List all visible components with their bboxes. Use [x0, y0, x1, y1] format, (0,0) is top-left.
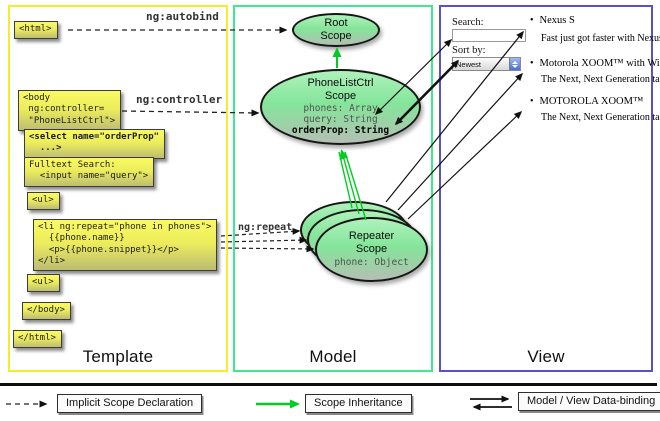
list-item-desc: Fast just got faster with Nexus S. [541, 33, 660, 44]
bullet-icon: • [530, 58, 534, 69]
ng-repeat-label: ng:repeat [238, 222, 293, 233]
code-box-html-close: </html> [13, 330, 62, 349]
code-box-li-repeat: <li ng:repeat="phone in phones"> {{phone… [33, 219, 218, 271]
legend-implicit-scope: Implicit Scope Declaration [57, 394, 203, 413]
list-item-title: • Nexus S [530, 15, 575, 26]
list-item-title: • Motorola XOOM™ with Wi-Fi [530, 58, 660, 69]
model-column: Model [233, 5, 433, 372]
repeater-scope-ellipse-front: Repeater Scope phone: Object [315, 217, 428, 282]
code-box-fulltext-search: Fulltext Search: <input name="query"> [24, 157, 155, 187]
code-box-ul-close: <ul> [27, 274, 60, 293]
ng-controller-label: ng:controller [136, 93, 223, 106]
code-box-ul-open: <ul> [27, 192, 60, 211]
dropdown-stepper-icon[interactable] [509, 58, 520, 70]
search-input[interactable] [452, 29, 526, 42]
code-box-html-open: <html> [14, 21, 58, 40]
sort-dropdown-value: Newest [456, 59, 482, 69]
phonelistctrl-prop-phones: phones: Array [303, 102, 378, 114]
search-label: Search: [452, 17, 484, 28]
bullet-icon: • [530, 15, 534, 26]
repeater-scope-title: Repeater Scope [348, 230, 395, 255]
model-column-label: Model [309, 347, 357, 366]
bullet-icon: • [530, 96, 534, 107]
code-box-select: <select name="orderProp" ...> [24, 129, 166, 159]
legend-separator-line [0, 383, 657, 386]
template-column-label: Template [82, 347, 154, 366]
sort-dropdown[interactable]: Newest [452, 57, 521, 71]
phonelistctrl-prop-orderprop: orderProp: String [291, 125, 390, 137]
legend-scope-inheritance: Scope Inheritance [305, 394, 412, 413]
list-item-desc: The Next, Next Generation tablet. [541, 74, 660, 85]
legend-databinding: Model / View Data-binding [518, 392, 660, 411]
phone-title: MOTOROLA XOOM™ [539, 96, 644, 107]
phonelistctrl-prop-query: query: String [303, 113, 378, 125]
list-item-desc: The Next, Next Generation tablet. [541, 112, 660, 123]
phone-title: Nexus S [539, 15, 575, 26]
phonelistctrl-scope-ellipse: PhoneListCtrl Scope phones: Array query:… [260, 69, 421, 145]
ng-autobind-label: ng:autobind [146, 10, 219, 23]
root-scope-ellipse: Root Scope [292, 13, 380, 47]
phone-title: Motorola XOOM™ with Wi-Fi [539, 58, 660, 69]
view-column-label: View [527, 347, 565, 366]
code-box-body-open: <body ng:controller= "PhoneListCtrl"> [18, 90, 122, 131]
sort-by-label: Sort by: [452, 45, 486, 56]
code-box-body-close: </body> [22, 302, 71, 321]
repeater-prop-phone: phone: Object [334, 257, 409, 269]
phonelistctrl-scope-title: PhoneListCtrl Scope [307, 77, 374, 102]
list-item-title: • MOTOROLA XOOM™ [530, 96, 643, 107]
root-scope-title: Root Scope [320, 17, 352, 42]
